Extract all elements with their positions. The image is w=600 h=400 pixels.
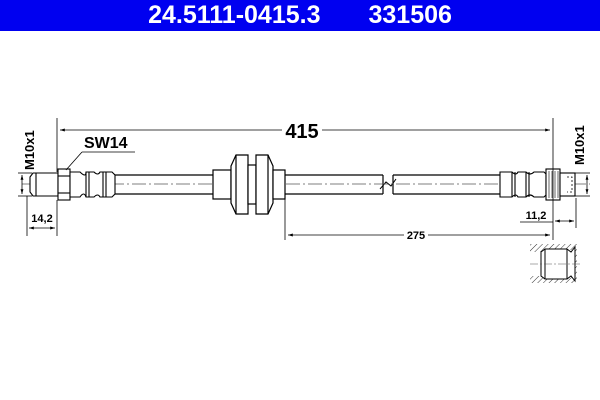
right-thread-label: M10x1 [572, 125, 587, 165]
wrench-size-label: SW14 [84, 135, 128, 152]
middle-bracket [212, 154, 286, 215]
wrench-size-leader [65, 151, 135, 171]
total-length-label: 415 [285, 121, 318, 143]
left-thread-dim [18, 172, 58, 236]
port-section-detail [530, 244, 580, 283]
part-number: 24.5111-0415.3 [148, 1, 321, 29]
partial-length-label: 275 [407, 230, 425, 242]
dimension-275 [284, 199, 550, 240]
hose-body [115, 174, 500, 195]
right-fitting-length-label: 11,2 [526, 210, 547, 222]
left-fitting-length-label: 14,2 [31, 213, 52, 225]
right-thread-dim [520, 172, 590, 228]
left-fitting [29, 168, 116, 201]
right-fitting [499, 168, 576, 201]
title-bar: 24.5111-0415.3 331506 [0, 0, 600, 31]
dimension-415 [56, 118, 554, 240]
reference-number: 331506 [368, 1, 452, 29]
left-thread-label: M10x1 [22, 130, 37, 170]
